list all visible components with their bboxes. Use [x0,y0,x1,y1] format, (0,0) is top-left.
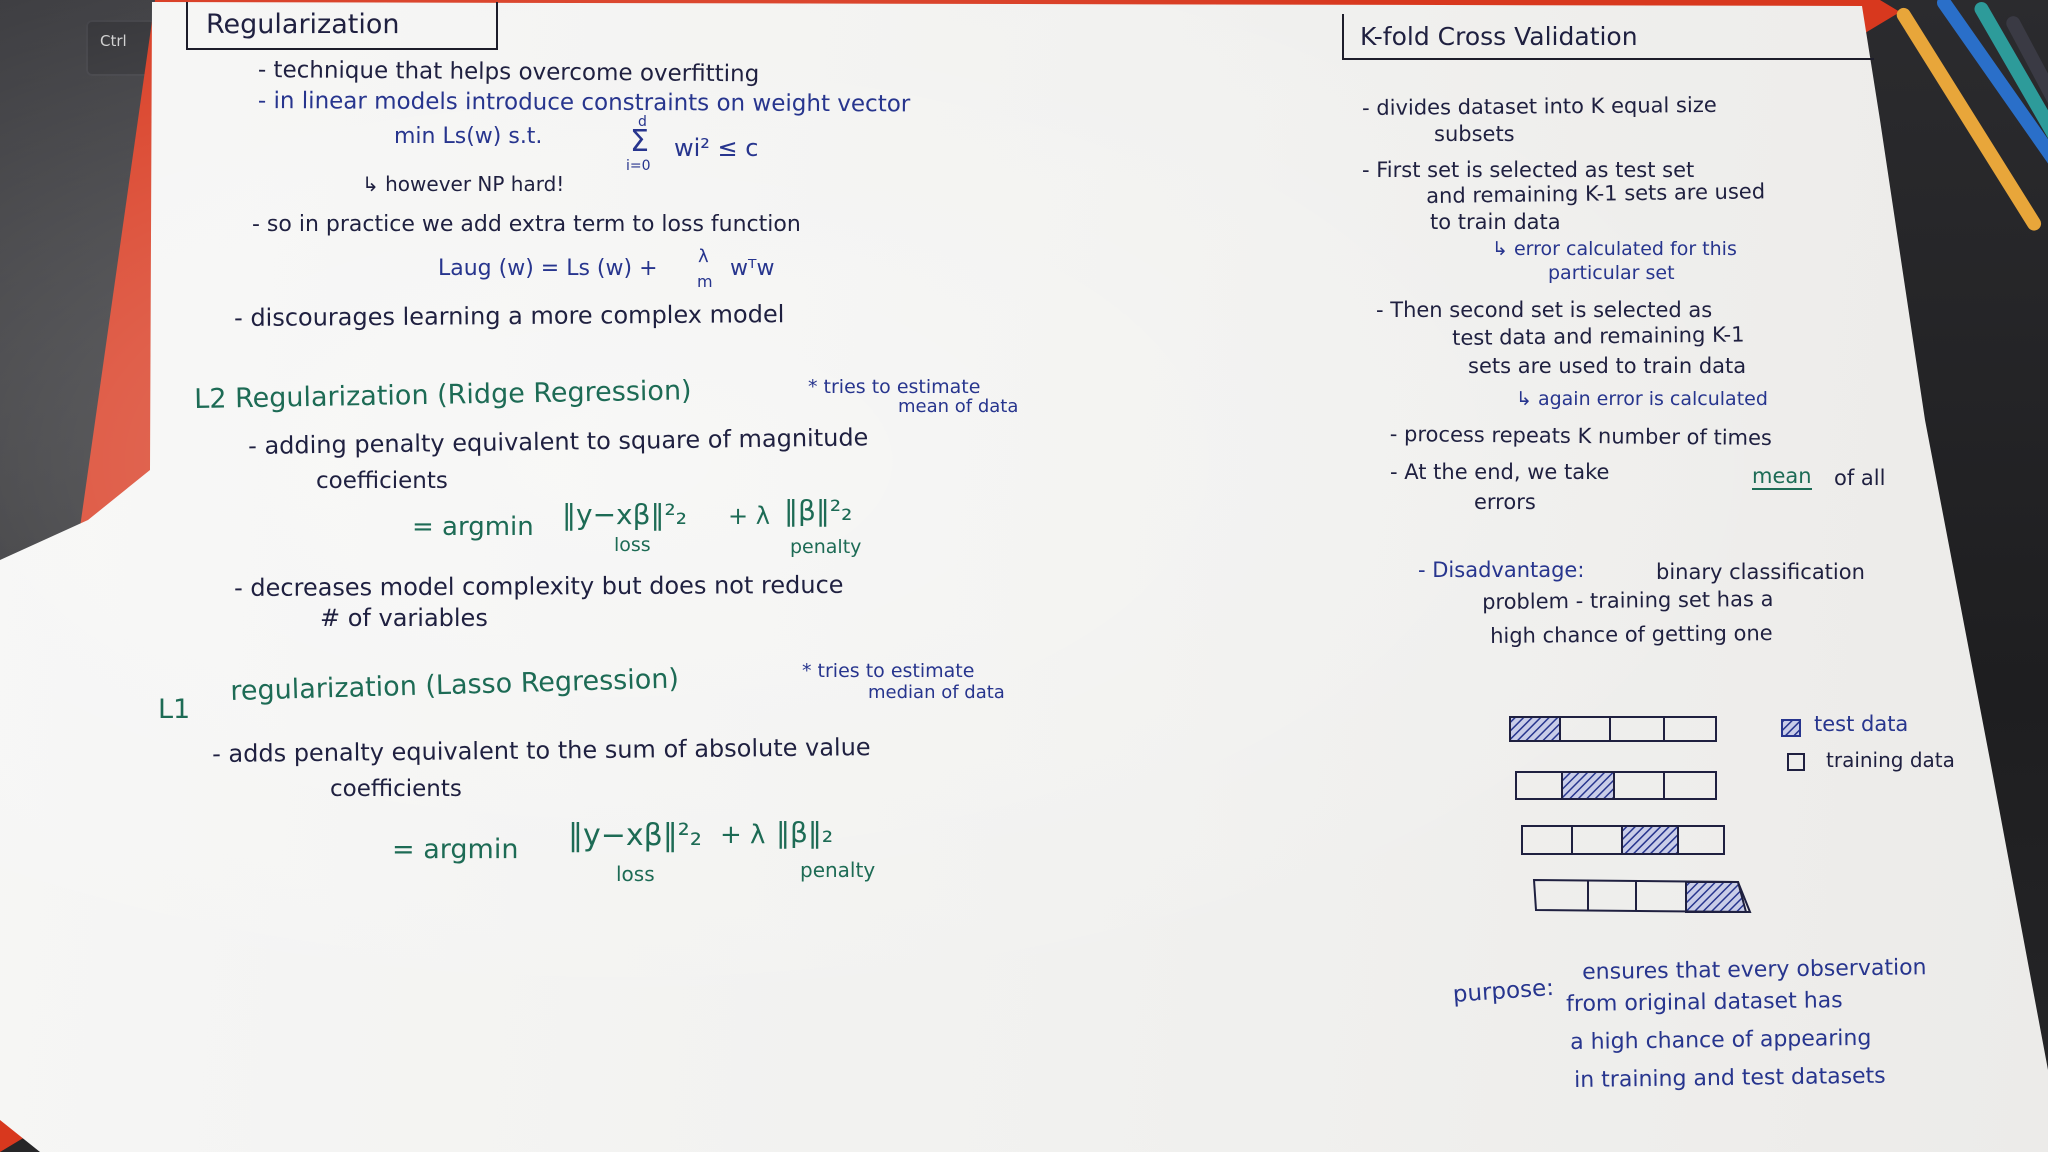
legend-train-label: training data [1826,748,1955,772]
practice-line: - so in practice we add extra term to lo… [252,212,801,237]
fold-row-4 [1532,878,1752,914]
kfold-b3-line1: - Then second set is selected as [1376,298,1713,322]
l1-note-2: median of data [868,682,1005,703]
l2-loss-expr: ‖y−xβ‖²₂ [562,498,687,531]
fold-row-2-test-cell [1561,771,1615,800]
constraint-rhs: wi² ≤ c [674,134,759,162]
laug-rhs: wᵀw [730,256,775,281]
l2-penalty-label: penalty [790,536,862,558]
kfold-disadvantage-1: binary classification [1656,560,1865,584]
l1-formula-prefix: = argmin [392,834,519,865]
laug-frac-num: λ [698,246,709,267]
sum-bottom: i=0 [626,158,651,174]
purpose-line-3: a high chance of appearing [1570,1025,1872,1055]
l2-penalty-expr: ‖β‖²₂ [784,494,853,527]
l2-desc-2: coefficients [316,468,448,494]
fold-row-1-bar [1509,716,1717,742]
laug-lhs: Laug (w) = Ls (w) + [438,256,658,281]
fold-row-4-test-cell [1685,881,1748,913]
l1-heading-prefix: L1 [158,694,191,725]
legend-test-swatch [1781,719,1801,737]
fold-row-1 [1509,716,1717,742]
legend-train-swatch [1787,753,1805,771]
ctrl-key-label: Ctrl [100,32,127,50]
sum-top: d [638,114,647,130]
purpose-line-2: from original dataset has [1566,988,1843,1017]
kfold-b2-line1: - First set is selected as test set [1362,158,1695,182]
regularization-title-box [186,2,498,50]
l1-desc-2: coefficients [330,776,462,802]
legend-test-label: test data [1814,712,1909,736]
fold-row-4-bar [1532,878,1752,914]
kfold-title: K-fold Cross Validation [1360,22,1638,51]
l1-loss-label: loss [616,862,655,886]
l2-plus-lambda: + λ [728,502,770,530]
l1-loss-expr: ‖y−xβ‖²₂ [568,818,702,853]
l2-formula-prefix: = argmin [412,512,534,542]
l1-note-1: * tries to estimate [802,660,975,682]
sum-symbol: Σ [630,124,649,159]
fold-row-3-test-cell [1621,825,1679,855]
kfold-b3-line3: sets are used to train data [1468,354,1747,378]
l2-note-2: mean of data [898,396,1019,417]
kfold-title-box [1342,14,1874,60]
kfold-b5-suffix: of all [1834,466,1886,490]
l1-penalty-expr: ‖β‖₂ [776,816,834,849]
kfold-b2-line3: to train data [1430,210,1561,234]
kfold-disadvantage-label: - Disadvantage: [1418,558,1585,582]
np-hard-note: ↳ however NP hard! [362,172,565,196]
laug-frac-den: m [697,272,713,291]
kfold-b1-line2: subsets [1434,122,1515,146]
purpose-line-4: in training and test datasets [1574,1063,1886,1093]
kfold-b2-note-2: particular set [1548,262,1675,284]
constraint-lhs: min Ls(w) s.t. [394,124,543,149]
ctrl-key [86,20,156,76]
regularization-title: Regularization [206,9,400,40]
kfold-b3-note: ↳ again error is calculated [1516,388,1768,410]
l2-decrease-2: # of variables [320,604,488,632]
kfold-b5-mean: mean [1752,464,1812,490]
kfold-b2-note-1: ↳ error calculated for this [1492,238,1737,260]
l1-penalty-label: penalty [800,858,876,882]
purpose-line-1: ensures that every observation [1582,955,1927,985]
fold-row-1-test-cell [1509,716,1561,742]
fold-row-3 [1521,825,1725,855]
l2-note-1: * tries to estimate [808,376,981,398]
fold-row-2-bar [1515,771,1717,800]
fold-row-2 [1515,771,1717,800]
l1-plus-lambda: + λ [720,820,766,850]
l2-loss-label: loss [614,534,651,556]
kfold-b5-prefix: - At the end, we take [1390,460,1610,484]
kfold-b5-line2: errors [1474,490,1536,514]
